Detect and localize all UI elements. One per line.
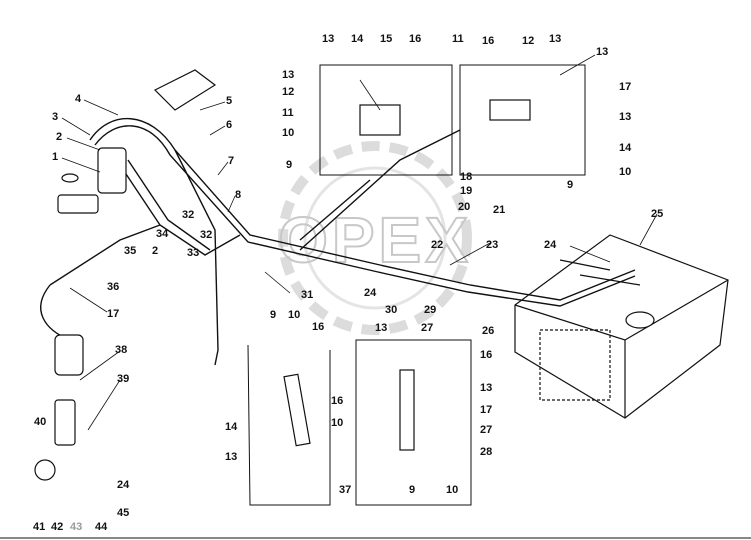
callout-24-b: 24: [364, 287, 377, 299]
inset-frames: [247, 64, 586, 506]
callout-10-a: 10: [282, 127, 294, 139]
sub-clamp-right: [399, 369, 415, 451]
callout-4: 4: [75, 93, 82, 105]
callout-labels: 1 2 3 4 5 6 7 8 13 14 15 16 13 12 11 10 …: [33, 33, 663, 533]
callout-28: 28: [480, 446, 492, 458]
callout-24-c: 24: [117, 479, 130, 491]
callout-13-a: 13: [322, 33, 334, 45]
callout-13-d: 13: [596, 46, 608, 58]
callout-16-a: 16: [409, 33, 421, 45]
callout-2: 2: [56, 131, 62, 143]
callout-9-d: 9: [409, 484, 415, 496]
callout-22: 22: [431, 239, 443, 251]
callout-3: 3: [52, 111, 58, 123]
leader-lines: [61, 54, 658, 431]
callout-13-f: 13: [225, 451, 237, 463]
callout-44: 44: [95, 521, 108, 533]
callout-13-b: 13: [282, 69, 294, 81]
callout-25: 25: [651, 208, 663, 220]
callout-26: 26: [482, 325, 494, 337]
callout-23: 23: [486, 239, 498, 251]
filter-cap: [61, 173, 79, 183]
callout-10-b: 10: [619, 166, 631, 178]
callout-13-e: 13: [619, 111, 631, 123]
inset-bottom-left: [247, 344, 331, 506]
pump-housing: [57, 194, 99, 214]
inset-bottom-right: [355, 339, 472, 506]
callout-30: 30: [385, 304, 397, 316]
callout-14-b: 14: [619, 142, 632, 154]
callout-13-g: 13: [375, 322, 387, 334]
callout-15: 15: [380, 33, 392, 45]
callout-10-d: 10: [331, 417, 343, 429]
callout-18: 18: [460, 171, 472, 183]
callout-10-e: 10: [446, 484, 458, 496]
callout-41: 41: [33, 521, 45, 533]
fuel-pump: [97, 147, 127, 194]
callout-12-b: 12: [522, 35, 534, 47]
callout-21: 21: [493, 204, 505, 216]
callout-42: 42: [51, 521, 63, 533]
callout-13-c: 13: [549, 33, 561, 45]
callout-27-b: 27: [480, 424, 492, 436]
inset-top-left: [319, 64, 453, 176]
callout-13-h: 13: [480, 382, 492, 394]
callout-24-a: 24: [544, 239, 557, 251]
primer-pump-body: [54, 399, 76, 446]
inset-top-right: [459, 64, 586, 176]
callout-16-e: 16: [480, 349, 492, 361]
callout-6: 6: [226, 119, 232, 131]
callout-9-b: 9: [567, 179, 573, 191]
callout-29: 29: [424, 304, 436, 316]
callout-11-b: 11: [452, 33, 464, 45]
callout-19: 19: [460, 185, 472, 197]
callout-17-a: 17: [619, 81, 631, 93]
callout-40: 40: [34, 416, 46, 428]
callout-2-b: 2: [152, 245, 158, 257]
callout-45: 45: [117, 507, 129, 519]
callout-27-a: 27: [421, 322, 433, 334]
watermark: OPEX: [277, 141, 472, 335]
callout-7: 7: [228, 155, 234, 167]
callout-32-b: 32: [200, 229, 212, 241]
callout-8: 8: [235, 189, 241, 201]
callout-9-c: 9: [270, 309, 276, 321]
callout-36: 36: [107, 281, 119, 293]
primer-pump-base: [34, 459, 56, 481]
callout-14-c: 14: [225, 421, 238, 433]
sub-clamp-bottom: [283, 373, 311, 447]
callout-9-a: 9: [286, 159, 292, 171]
clamp-top-right: [489, 99, 531, 121]
watermark-text: OPEX: [278, 204, 472, 276]
cabin-block: [153, 69, 217, 111]
callout-16-d: 16: [331, 395, 343, 407]
fuel-lines: [40, 118, 636, 366]
callout-17-c: 17: [480, 404, 492, 416]
callout-16-c: 16: [312, 321, 324, 333]
fine-filter: [54, 334, 84, 376]
callout-14-a: 14: [351, 33, 364, 45]
callout-38: 38: [115, 344, 127, 356]
callout-33: 33: [187, 247, 199, 259]
callout-10-c: 10: [288, 309, 300, 321]
callout-11-a: 11: [282, 107, 294, 119]
callout-31: 31: [301, 289, 313, 301]
callout-17-b: 17: [107, 308, 119, 320]
callout-34: 34: [156, 228, 169, 240]
callout-35: 35: [124, 245, 136, 257]
callout-20: 20: [458, 201, 470, 213]
callout-5: 5: [226, 95, 232, 107]
callout-12-a: 12: [282, 86, 294, 98]
components: [34, 69, 531, 481]
callout-43: 43: [70, 521, 82, 533]
fuel-tank: [514, 234, 729, 419]
callout-39: 39: [117, 373, 129, 385]
callout-32-a: 32: [182, 209, 194, 221]
callout-1: 1: [52, 151, 58, 163]
callout-16-b: 16: [482, 35, 494, 47]
callout-37: 37: [339, 484, 351, 496]
